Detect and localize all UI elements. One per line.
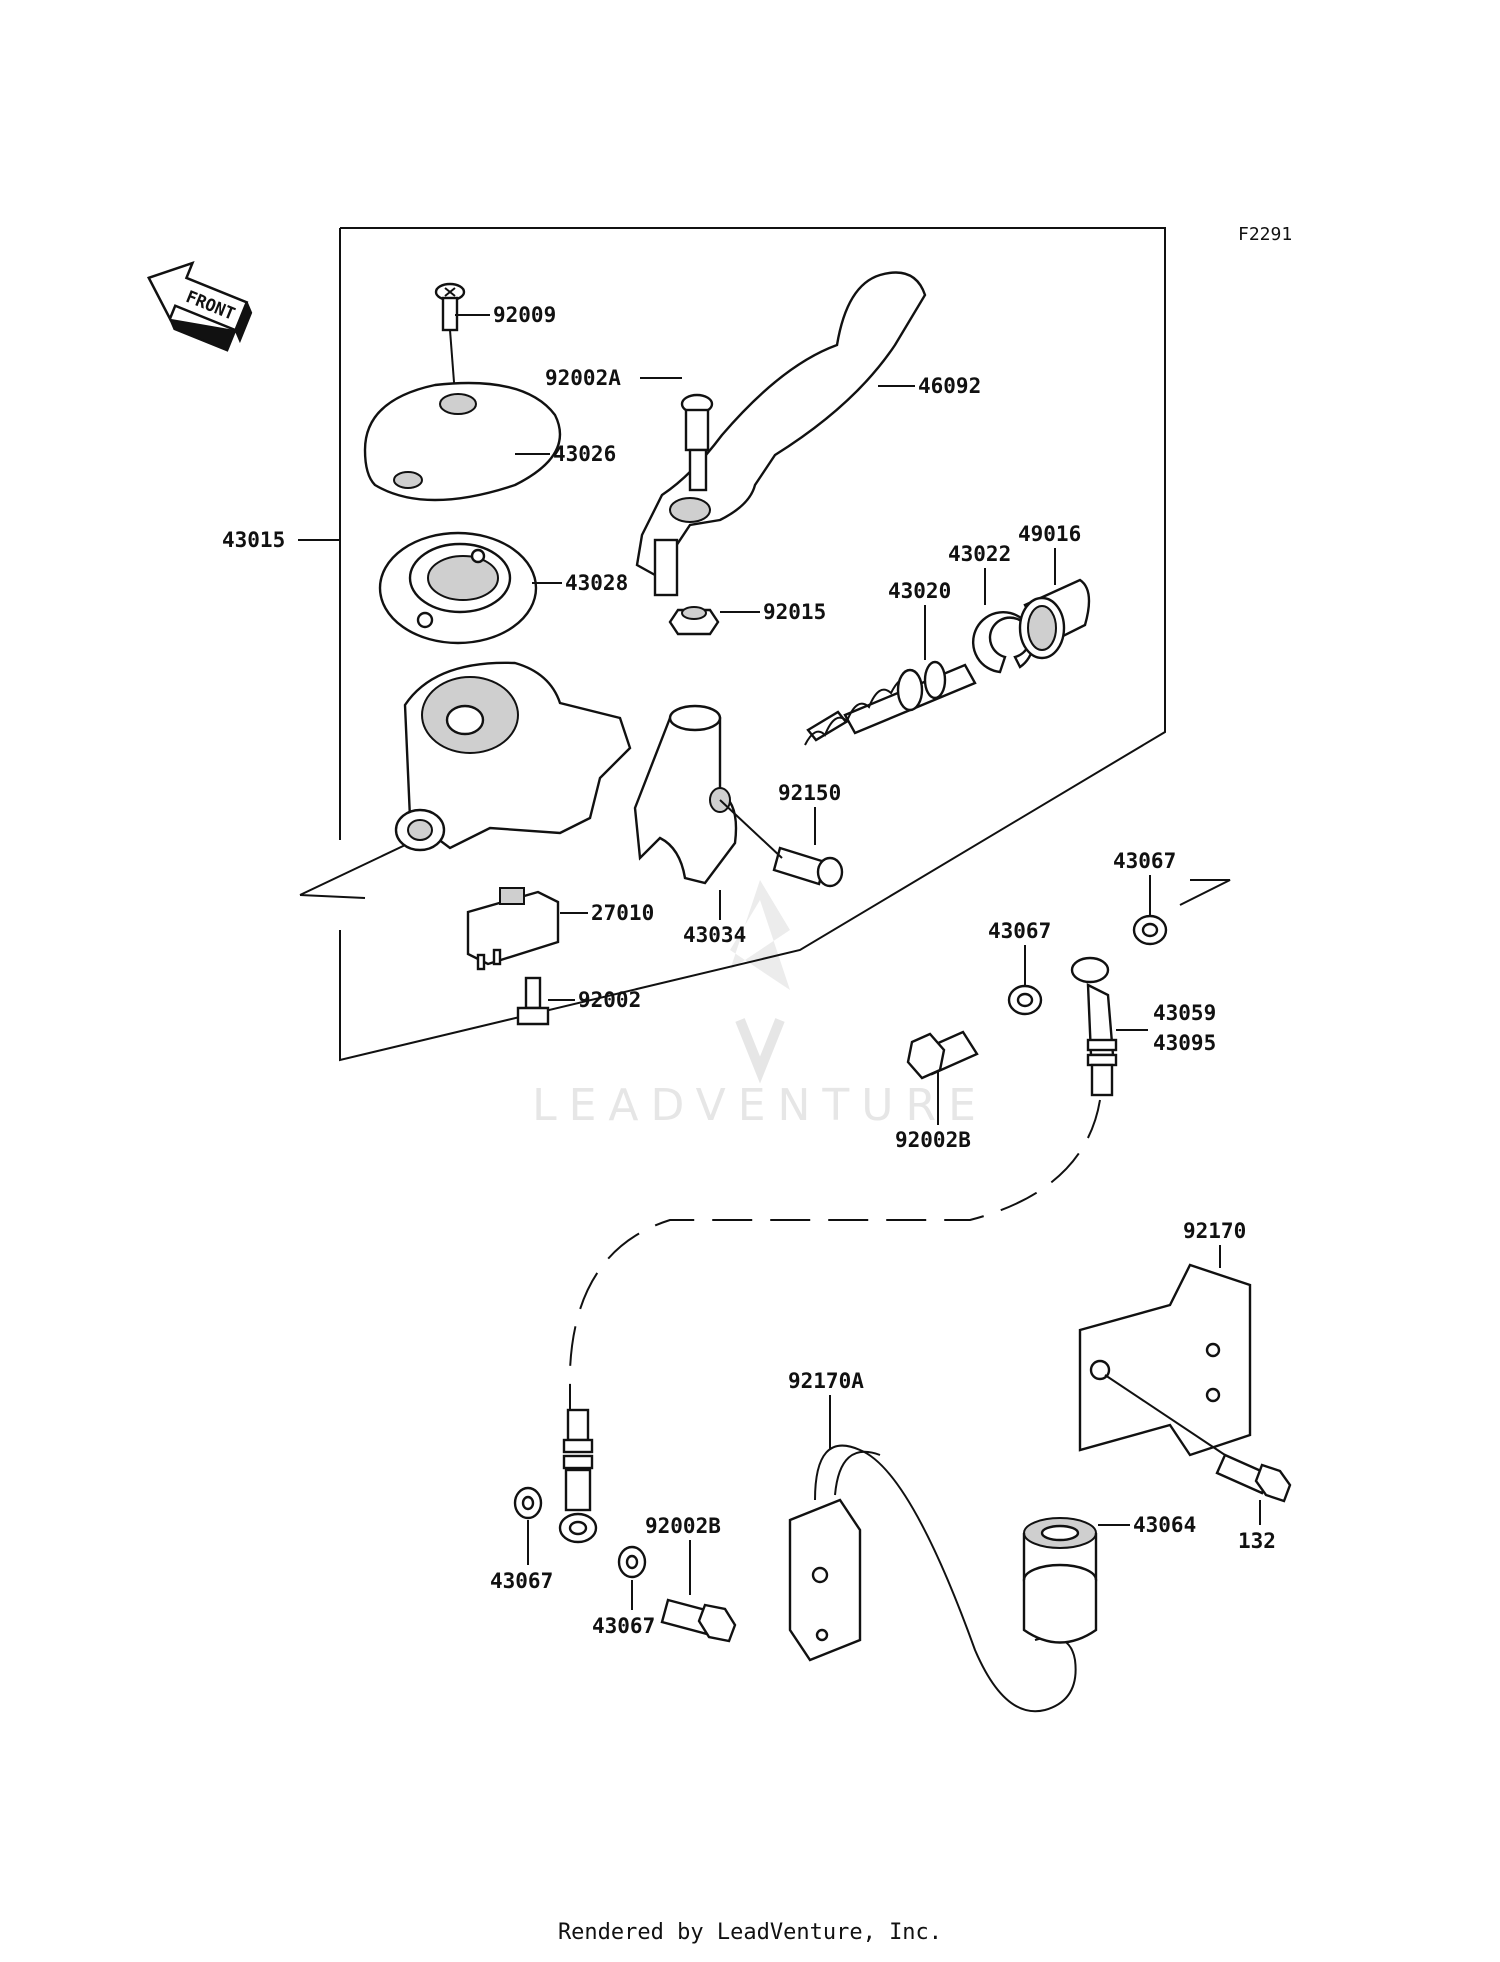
label-43034: 43034 (683, 923, 746, 947)
dust-boot-49016 (1018, 578, 1091, 660)
banjo-bolt-92002B-upper (906, 1030, 979, 1080)
label-43067-a: 43067 (1113, 849, 1176, 873)
screw-92002 (516, 976, 550, 1026)
brake-lever-46092 (635, 271, 927, 597)
front-arrow-icon: FRONT (146, 261, 253, 352)
label-92002A: 92002A (545, 366, 621, 390)
label-43064: 43064 (1133, 1513, 1196, 1537)
label-49016: 49016 (1018, 522, 1081, 546)
label-92015: 92015 (763, 600, 826, 624)
label-92009: 92009 (493, 303, 556, 327)
label-43067-b: 43067 (988, 919, 1051, 943)
label-92150: 92150 (778, 781, 841, 805)
label-43028: 43028 (565, 571, 628, 595)
footer-credit: Rendered by LeadVenture, Inc. (557, 1920, 943, 1945)
label-46092: 46092 (918, 374, 981, 398)
part-labels: 92009 92002A 46092 43026 43015 43028 920… (222, 303, 1276, 1638)
bolt-92150 (719, 799, 844, 888)
pivot-bolt-92002A (680, 393, 714, 492)
screw-92009 (434, 282, 466, 396)
label-92170: 92170 (1183, 1219, 1246, 1243)
washer-43067-b (1007, 984, 1043, 1016)
brake-hose-path (569, 1099, 1101, 1410)
leader-43067-a-bracket (1179, 879, 1231, 906)
label-43067-d: 43067 (592, 1614, 655, 1638)
hose-fitting-upper (1070, 956, 1118, 1097)
label-27010: 27010 (591, 901, 654, 925)
watermark: LEADVENTURE (532, 880, 988, 1131)
washer-43067-d (617, 1545, 647, 1579)
bracket-92170A (788, 1444, 1077, 1713)
label-43095: 43095 (1153, 1031, 1216, 1055)
diaphragm-43028 (378, 531, 538, 645)
label-43067-c: 43067 (490, 1569, 553, 1593)
assembly-frame (299, 227, 1166, 1062)
clamp-43034 (633, 704, 738, 885)
label-92002B-upper: 92002B (895, 1128, 971, 1152)
circlip-43022 (971, 610, 1035, 674)
label-92002B-lower: 92002B (645, 1514, 721, 1538)
label-92002: 92002 (578, 988, 641, 1012)
leader-lines (298, 314, 1261, 1610)
hose-fitting-lower (558, 1408, 598, 1544)
label-132: 132 (1238, 1529, 1276, 1553)
bracket-92170 (1078, 1263, 1252, 1457)
reservoir-cap-43026 (363, 381, 562, 502)
label-43059: 43059 (1153, 1001, 1216, 1025)
figure-code: F2291 (1238, 224, 1293, 245)
bolt-132 (1104, 1374, 1292, 1503)
master-cylinder-body (394, 661, 632, 852)
watermark-text: LEADVENTURE (532, 1080, 988, 1131)
grommet-43064 (1022, 1517, 1098, 1644)
nut-92015 (668, 606, 720, 636)
brake-switch-27010 (466, 887, 560, 971)
label-43022: 43022 (948, 542, 1011, 566)
washer-43067-c (513, 1486, 543, 1520)
label-43026: 43026 (553, 442, 616, 466)
banjo-bolt-92002B-lower (660, 1598, 737, 1643)
label-43020: 43020 (888, 579, 951, 603)
label-43015: 43015 (222, 528, 285, 552)
piston-kit-43020 (804, 660, 977, 746)
washer-43067-a (1132, 914, 1168, 946)
label-92170A: 92170A (788, 1369, 864, 1393)
